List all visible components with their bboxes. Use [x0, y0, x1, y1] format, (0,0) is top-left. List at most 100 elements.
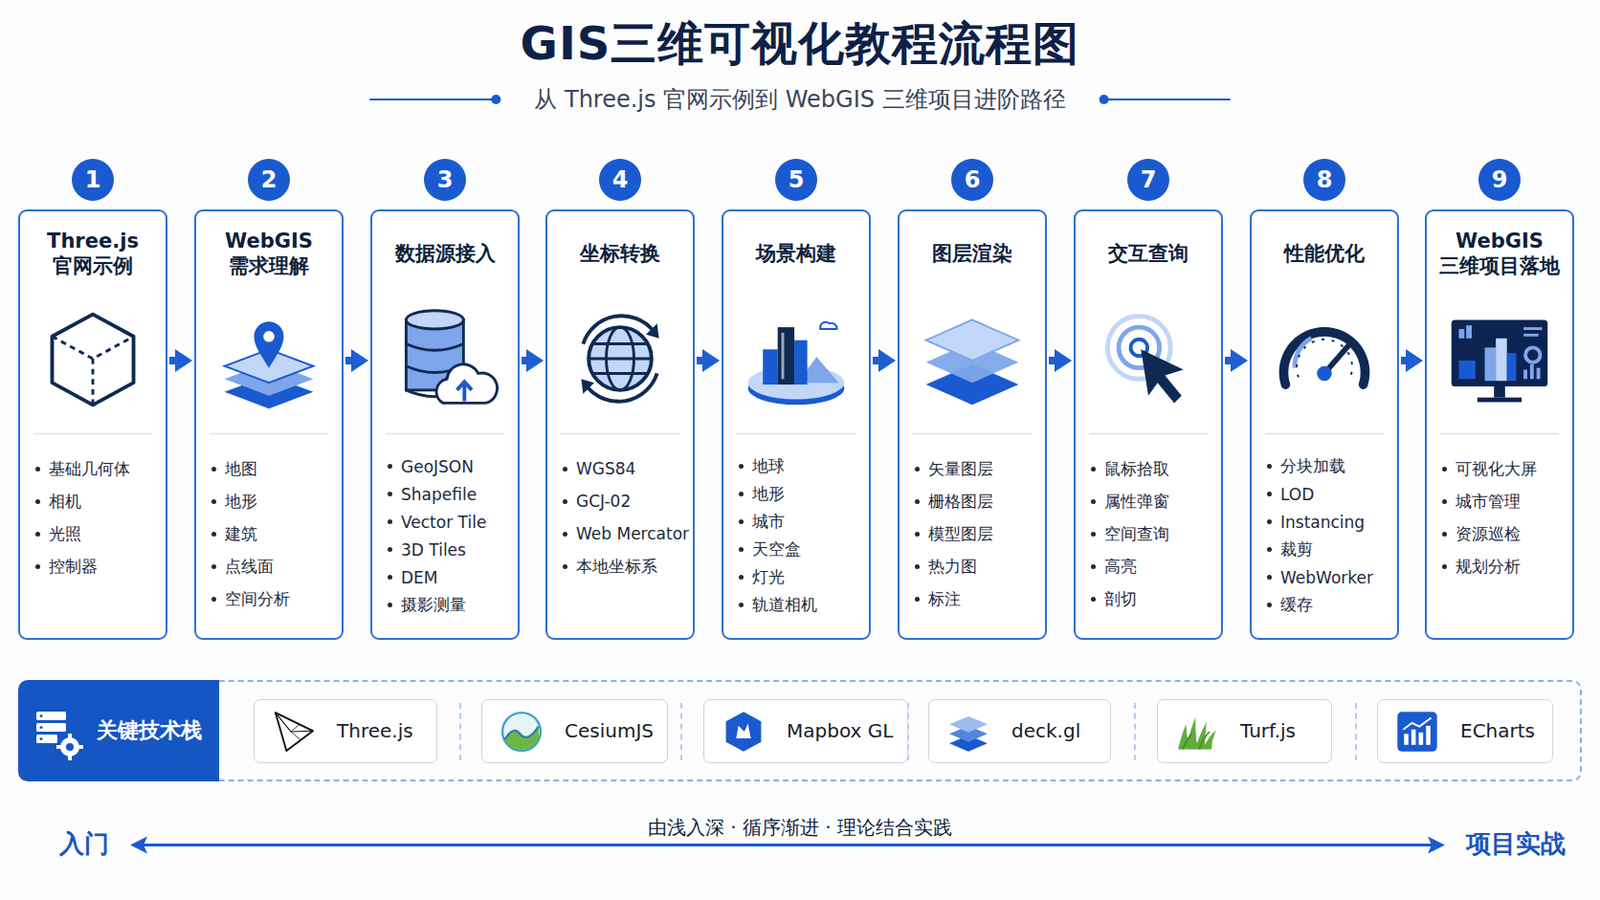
bullet-dot — [562, 532, 568, 537]
step-number: 6 — [951, 158, 994, 201]
bullet-item: 属性弹窗 — [1090, 485, 1218, 518]
bullet-dot — [1090, 466, 1096, 472]
bullet-item: Web Mercator — [562, 517, 689, 551]
bullet-item: 地图 — [211, 452, 338, 486]
bullet-dot — [1442, 532, 1447, 537]
arrow-head — [351, 349, 369, 373]
bullet-dot — [211, 564, 217, 570]
tech-name: ECharts — [1460, 700, 1535, 762]
step-card: 1Three.js 官网示例基础几何体相机光照控制器 — [18, 209, 168, 641]
bullet-dot — [1090, 532, 1096, 537]
bullet-text: 属性弹窗 — [1104, 490, 1170, 513]
bullet-item: DEM — [387, 563, 514, 592]
rule-dot — [1099, 94, 1110, 105]
bullet-text: 地形 — [752, 483, 785, 506]
bullet-text: 分块加载 — [1280, 455, 1346, 478]
bullet-item: WGS84 — [562, 452, 689, 486]
bullet-dot — [1266, 602, 1272, 608]
separator-line — [385, 433, 505, 435]
step-number: 3 — [423, 158, 467, 201]
dashed-separator — [459, 703, 462, 761]
bullet-text: 资源巡检 — [1455, 523, 1521, 546]
bullet-text: 矢量图层 — [928, 458, 994, 481]
flow-arrow — [345, 349, 369, 373]
bullet-text: 热力图 — [928, 555, 978, 578]
bullet-item: 点线面 — [211, 550, 338, 583]
step-card: 3数据源接入GeoJSONShapefileVector Tile3D Tile… — [370, 209, 520, 641]
bullet-item: 模型图层 — [914, 517, 1042, 551]
bullet-text: 灯光 — [752, 566, 785, 589]
bullet-dot — [914, 532, 920, 537]
bullet-dot — [738, 519, 744, 525]
bullet-dot — [1442, 564, 1447, 570]
bullet-dot — [211, 466, 217, 472]
flow-arrow — [696, 349, 720, 373]
bullet-item: 标注 — [914, 582, 1042, 616]
bullet-item: 地球 — [738, 452, 866, 481]
bullet-list: 基础几何体相机光照控制器 — [35, 452, 162, 583]
arrow-head — [1230, 349, 1248, 373]
bullet-item: 灯光 — [738, 563, 866, 592]
bullet-dot — [1266, 491, 1272, 497]
bullet-dot — [562, 499, 568, 505]
step-icon — [1092, 303, 1204, 415]
bullet-item: 规划分析 — [1442, 550, 1569, 583]
bullet-dot — [1442, 499, 1447, 505]
bullet-text: 地形 — [224, 490, 258, 513]
tech-name: Turf.js — [1240, 700, 1296, 762]
bullet-text: 天空盒 — [752, 538, 801, 561]
bullet-dot — [738, 491, 744, 497]
flow-arrow — [1400, 349, 1423, 373]
tech-pill: ECharts — [1377, 699, 1554, 764]
step-icon — [213, 303, 325, 415]
bullet-dot — [1266, 575, 1272, 580]
tech-logo — [1175, 710, 1220, 755]
bullet-text: 高亮 — [1104, 555, 1137, 578]
step-title: 性能优化 — [1257, 222, 1392, 285]
step-card: 8性能优化分块加载LODInstancing裁剪WebWorker缓存 — [1249, 209, 1400, 641]
step-number: 5 — [775, 158, 818, 201]
step-title: WebGIS 三维项目落地 — [1432, 222, 1567, 285]
progress-note-text: 由浅入深 · 循序渐进 · 理论结合实践 — [640, 816, 960, 840]
bullet-list: WGS84GCJ-02Web Mercator本地坐标系 — [562, 452, 689, 583]
step-number: 7 — [1127, 158, 1170, 201]
tech-pill: deck.gl — [928, 699, 1112, 764]
subtitle-rule — [369, 98, 496, 101]
bullet-text: 栅格图层 — [928, 490, 994, 513]
separator-line — [33, 433, 153, 435]
step-icon — [1268, 303, 1380, 415]
bullet-dot — [387, 547, 393, 553]
bullet-dot — [1266, 547, 1272, 553]
bullet-dot — [211, 597, 217, 602]
bullet-text: 相机 — [48, 490, 82, 513]
bullet-item: 3D Tiles — [387, 535, 514, 564]
bullet-text: Web Mercator — [576, 524, 689, 544]
bullet-dot — [562, 564, 568, 570]
bullet-item: 本地坐标系 — [562, 550, 689, 583]
arrow-shaft — [169, 356, 179, 365]
bullet-dot — [1090, 597, 1096, 602]
bullet-item: Shapefile — [387, 480, 514, 509]
flow-arrow — [521, 349, 544, 373]
bullet-item: 剖切 — [1090, 582, 1218, 616]
bullet-item: 空间查询 — [1090, 517, 1218, 551]
flow-arrow — [872, 349, 896, 373]
step-icon — [916, 303, 1028, 415]
bullet-item: 裁剪 — [1266, 535, 1394, 564]
stack-icon — [31, 705, 89, 763]
arrow-head — [175, 349, 193, 373]
bullet-item: 城市 — [738, 508, 866, 536]
subtitle: 从 Three.js 官网示例到 WebGIS 三维项目进阶路径 — [0, 84, 1600, 115]
tech-stack-band: 关键技术栈Three.jsCesiumJSMapbox GLdeck.glTur… — [18, 680, 1582, 782]
dashed-separator — [680, 703, 683, 761]
bullet-dot — [1442, 466, 1447, 472]
bullet-text: WGS84 — [576, 459, 636, 479]
step-number: 1 — [71, 158, 114, 201]
bullet-text: 3D Tiles — [400, 540, 467, 560]
bullet-dot — [1266, 464, 1272, 469]
bullet-dot — [738, 575, 744, 580]
bullet-dot — [35, 499, 41, 505]
step-card: 6图层渲染矢量图层栅格图层模型图层热力图标注 — [897, 209, 1047, 641]
separator-line — [1088, 433, 1208, 435]
tech-logo — [1395, 710, 1440, 755]
